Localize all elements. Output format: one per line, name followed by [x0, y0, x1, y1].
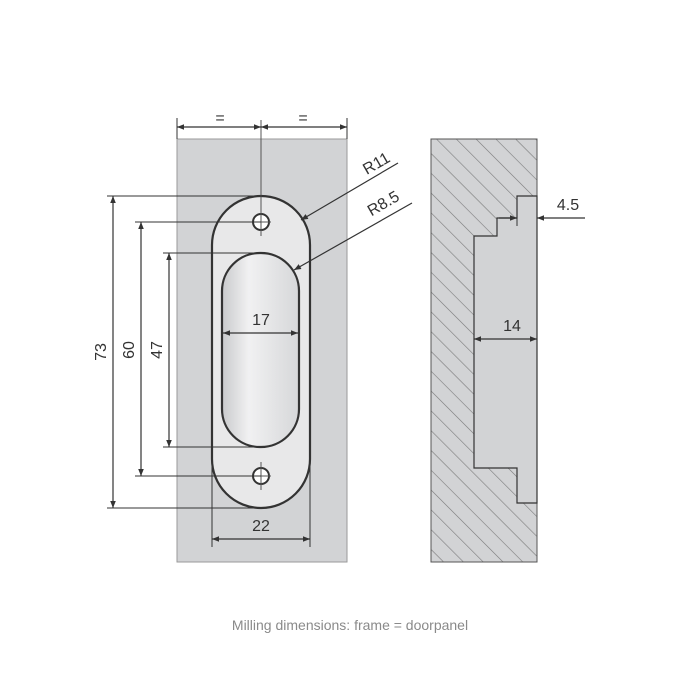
- dim-label-equal-left: =: [215, 110, 224, 127]
- dim-label-60: 60: [121, 341, 138, 359]
- leader-r11: [300, 162, 399, 221]
- leader-r8-5: [293, 202, 413, 271]
- dim-label-r11: R11: [360, 150, 393, 179]
- section-pocket: [473, 195, 538, 504]
- dim-label-47: 47: [149, 341, 166, 359]
- dim-label-17: 17: [252, 312, 270, 329]
- dim-label-equal-right: =: [298, 110, 307, 127]
- dim-label-4-5: 4.5: [557, 197, 579, 214]
- section-view: 4.5 14: [430, 138, 585, 563]
- drawing-caption: Milling dimensions: frame = doorpanel: [231, 617, 469, 633]
- dim-label-73: 73: [93, 343, 110, 361]
- front-view: 73 60 47 = = 17 22 R11 R8.5: [93, 110, 413, 563]
- dim-label-22: 22: [252, 518, 270, 535]
- dim-label-r8-5: R8.5: [365, 188, 403, 220]
- inner-recess: [220, 251, 301, 449]
- dim-label-14: 14: [503, 318, 521, 335]
